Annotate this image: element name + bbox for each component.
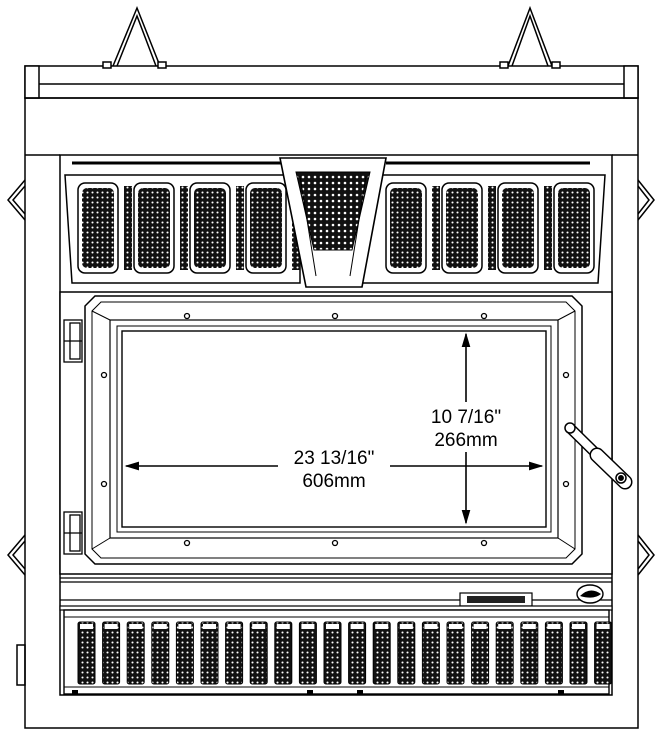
- louver-slot: [151, 621, 170, 685]
- grille-vent: [189, 182, 231, 274]
- grille-vent: [497, 182, 539, 274]
- lower-section: [59, 577, 613, 695]
- base-foot: [72, 690, 78, 695]
- louver-slot: [495, 621, 514, 685]
- grille-vent: [133, 182, 175, 274]
- lifting-brackets: [112, 5, 553, 67]
- louver-slot: [102, 621, 121, 685]
- base-foot: [558, 690, 564, 695]
- louver-slot: [126, 621, 145, 685]
- top-cap: [24, 61, 639, 99]
- louver-slot: [225, 621, 244, 685]
- grille-divider: [544, 186, 552, 270]
- grille-vent: [245, 182, 287, 274]
- louver-slot: [397, 621, 416, 685]
- grille-vent: [77, 182, 119, 274]
- louver-slot: [348, 621, 367, 685]
- door-handle-icon: [564, 422, 633, 490]
- louver-slot: [298, 621, 317, 685]
- louver-slot: [175, 621, 194, 685]
- grille-vent: [441, 182, 483, 274]
- louver-slot: [421, 621, 440, 685]
- upper-grille: [64, 157, 606, 288]
- base-foot: [357, 690, 363, 695]
- louver-slot: [446, 621, 465, 685]
- louver-slot: [323, 621, 342, 685]
- grille-divider: [488, 186, 496, 270]
- grille-divider: [180, 186, 188, 270]
- louver-slot: [249, 621, 268, 685]
- width-imperial-label: 23 13/16": [294, 448, 375, 469]
- center-v-shield: [279, 157, 387, 288]
- grille-divider: [124, 186, 132, 270]
- louver-slot: [372, 621, 391, 685]
- width-metric-label: 606mm: [302, 471, 365, 492]
- grille-vent: [385, 182, 427, 274]
- base-foot: [307, 690, 313, 695]
- grille-vent: [553, 182, 595, 274]
- louver-slot: [77, 621, 96, 685]
- louver-slot: [274, 621, 293, 685]
- side-tabs: [7, 179, 655, 686]
- height-imperial-label: 10 7/16": [431, 407, 501, 428]
- grille-divider: [432, 186, 440, 270]
- height-metric-label: 266mm: [434, 430, 497, 451]
- door-bolts: [100, 312, 570, 547]
- louver-slot: [200, 621, 219, 685]
- louver-slot: [594, 621, 613, 685]
- louver-slot: [569, 621, 588, 685]
- grille-divider: [236, 186, 244, 270]
- louver-slot: [544, 621, 563, 685]
- louver-slot: [520, 621, 539, 685]
- dimension-callouts: 10 7/16" 266mm 23 13/16" 606mm: [124, 332, 544, 525]
- door-hinges: [63, 319, 83, 555]
- louver-slot: [471, 621, 490, 685]
- firebox-door: [59, 291, 633, 575]
